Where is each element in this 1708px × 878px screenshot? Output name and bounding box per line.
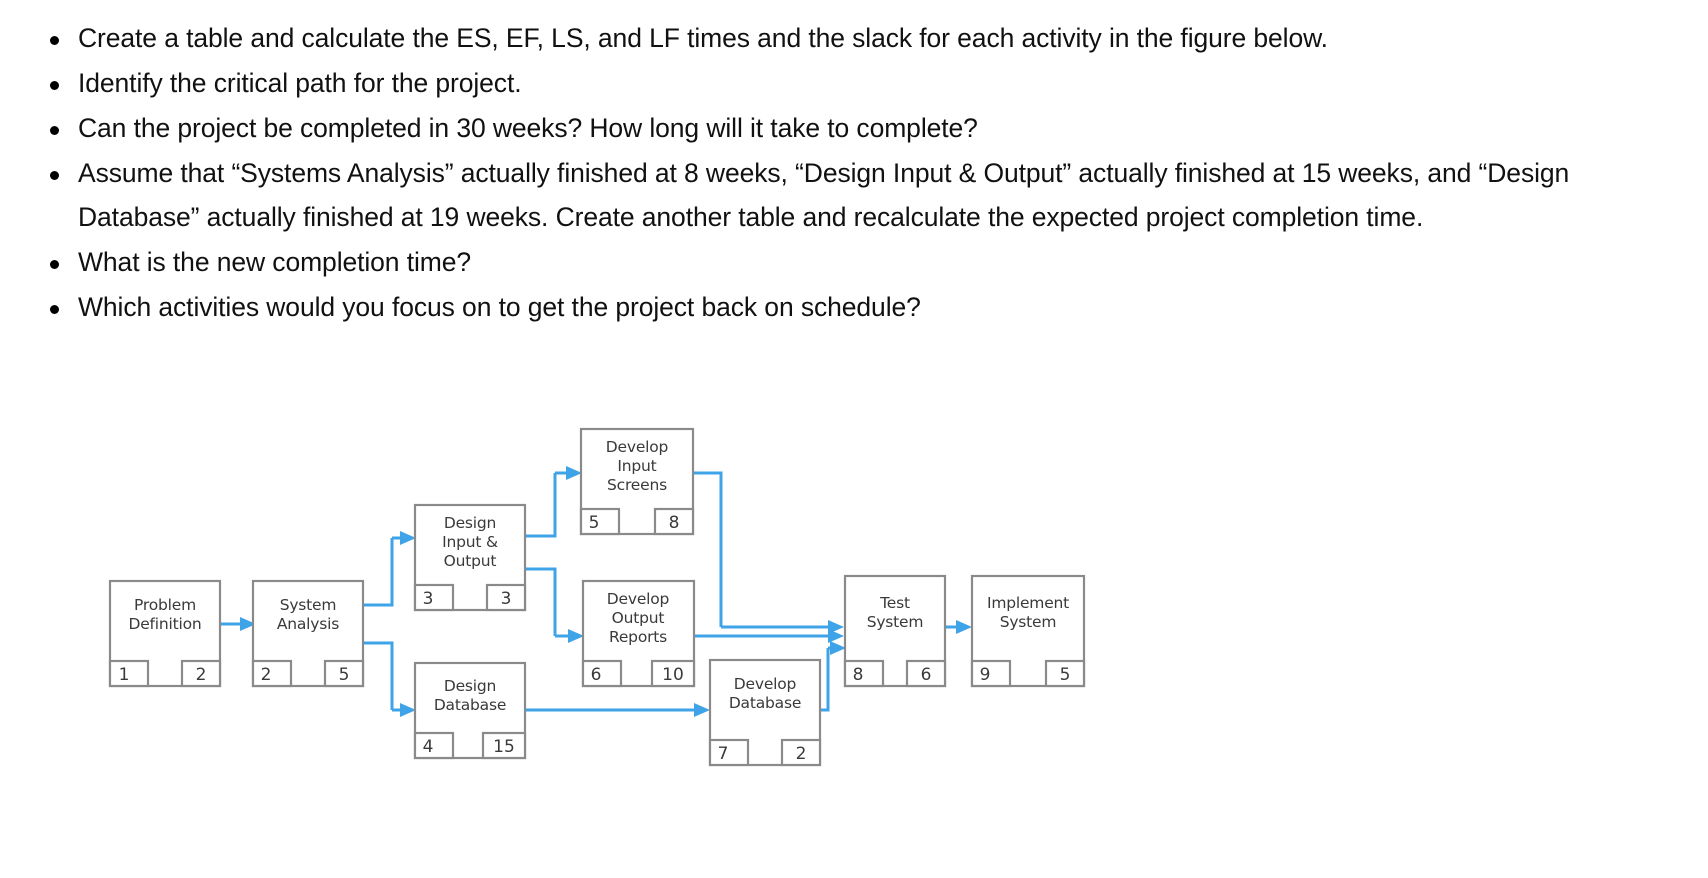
list-item: Which activities would you focus on to g… xyxy=(30,285,1690,329)
node-right-cell xyxy=(905,659,947,688)
node-title-line: Database xyxy=(729,694,801,712)
question-list: Create a table and calculate the ES, EF,… xyxy=(30,16,1690,330)
node-left-cell xyxy=(108,659,150,688)
node-title-line: Develop xyxy=(606,438,668,456)
node-right-cell xyxy=(485,583,527,612)
question-text: What is the new completion time? xyxy=(78,247,472,277)
project-network-diagram: Problem Definition 1 2 System Analysis 2… xyxy=(0,405,1708,878)
node-left-cell xyxy=(579,507,621,536)
edge-design-input-output-to-develop-input-screens xyxy=(524,466,582,538)
node-title-line: System xyxy=(1000,613,1057,631)
list-item: Identify the critical path for the proje… xyxy=(30,61,1690,105)
node-left-cell xyxy=(413,731,455,760)
bullet-icon xyxy=(50,16,62,60)
node-title-line: Design xyxy=(444,514,496,532)
node-title-line: Test xyxy=(879,594,910,612)
node-left-number: 9 xyxy=(980,665,991,685)
node-title-line: Problem xyxy=(134,596,196,614)
node-right-number: 5 xyxy=(339,665,350,685)
node-title-line: Reports xyxy=(609,628,667,646)
node-title-line: Output xyxy=(444,552,497,570)
node-left-number: 3 xyxy=(423,589,434,609)
node-left-number: 1 xyxy=(119,665,130,685)
question-text: Assume that “Systems Analysis” actually … xyxy=(78,158,1570,232)
node-right-number: 15 xyxy=(493,737,515,757)
node-title-line: Input & xyxy=(442,533,498,551)
node-right-number: 6 xyxy=(921,665,932,685)
node-title-line: Implement xyxy=(987,594,1069,612)
node-design-database[interactable]: Design Database 4 15 xyxy=(413,661,527,760)
node-implement-system[interactable]: Implement System 9 5 xyxy=(970,574,1086,688)
node-develop-output-reports[interactable]: Develop Output Reports 6 10 xyxy=(581,579,696,688)
node-title-line: Develop xyxy=(734,675,796,693)
node-left-number: 2 xyxy=(261,665,272,685)
node-right-cell xyxy=(780,738,822,767)
node-right-number: 3 xyxy=(501,589,512,609)
node-system-analysis[interactable]: System Analysis 2 5 xyxy=(251,579,365,688)
node-title-line: System xyxy=(280,596,337,614)
node-left-number: 6 xyxy=(591,665,602,685)
node-right-cell xyxy=(653,507,695,536)
node-left-cell xyxy=(708,738,750,767)
node-title-line: Analysis xyxy=(277,615,339,633)
bullet-icon xyxy=(50,106,62,150)
node-title-line: Develop xyxy=(607,590,669,608)
question-text: Identify the critical path for the proje… xyxy=(78,68,522,98)
node-left-cell xyxy=(843,659,885,688)
node-test-system[interactable]: Test System 8 6 xyxy=(843,574,947,688)
node-right-number: 5 xyxy=(1060,665,1071,685)
node-right-number: 2 xyxy=(796,744,807,764)
question-text: Create a table and calculate the ES, EF,… xyxy=(78,23,1328,53)
node-right-cell xyxy=(1044,659,1086,688)
question-text: Which activities would you focus on to g… xyxy=(78,292,921,322)
node-left-cell xyxy=(413,583,455,612)
node-right-cell xyxy=(650,659,696,688)
node-design-input-output[interactable]: Design Input & Output 3 3 xyxy=(413,503,527,612)
node-right-cell xyxy=(323,659,365,688)
edge-develop-input-screens-to-test-system xyxy=(694,471,844,634)
edge-system-analysis-to-design-database xyxy=(363,641,416,717)
node-left-number: 7 xyxy=(718,744,729,764)
node-title-line: System xyxy=(867,613,924,631)
node-left-number: 8 xyxy=(853,665,864,685)
node-left-cell xyxy=(251,659,293,688)
node-title-line: Design xyxy=(444,677,496,695)
list-item: What is the new completion time? xyxy=(30,240,1690,284)
node-develop-input-screens[interactable]: Develop Input Screens 5 8 xyxy=(579,427,695,536)
bullet-icon xyxy=(50,240,62,284)
edge-develop-output-reports-to-test-system xyxy=(694,629,844,643)
node-right-number: 8 xyxy=(669,513,680,533)
node-title-line: Input xyxy=(617,457,656,475)
node-left-number: 4 xyxy=(423,737,434,757)
edge-system-analysis-to-design-input-output xyxy=(363,531,416,607)
bullet-icon xyxy=(50,151,62,195)
node-left-cell xyxy=(970,659,1012,688)
question-text: Can the project be completed in 30 weeks… xyxy=(78,113,978,143)
node-left-cell xyxy=(581,659,623,688)
node-problem-definition[interactable]: Problem Definition 1 2 xyxy=(108,579,222,688)
node-title-line: Database xyxy=(434,696,506,714)
node-develop-database[interactable]: Develop Database 7 2 xyxy=(708,658,822,767)
list-item: Assume that “Systems Analysis” actually … xyxy=(30,151,1690,239)
bullet-icon xyxy=(50,61,62,105)
node-right-number: 2 xyxy=(196,665,207,685)
node-title-line: Definition xyxy=(128,615,201,633)
list-item: Create a table and calculate the ES, EF,… xyxy=(30,16,1690,60)
edge-test-system-to-implement-system xyxy=(944,620,972,634)
node-right-cell xyxy=(481,731,527,760)
list-item: Can the project be completed in 30 weeks… xyxy=(30,106,1690,150)
bullet-icon xyxy=(50,285,62,329)
node-left-number: 5 xyxy=(589,513,600,533)
node-title-line: Screens xyxy=(607,476,667,494)
edge-design-input-output-to-develop-output-reports xyxy=(524,567,584,643)
edge-design-database-to-develop-database xyxy=(524,703,710,717)
edge-develop-database-to-test-system xyxy=(820,641,846,712)
edge-problem-definition-to-system-analysis xyxy=(219,617,256,631)
node-title-line: Output xyxy=(612,609,665,627)
node-right-number: 10 xyxy=(662,665,684,685)
node-right-cell xyxy=(180,659,222,688)
